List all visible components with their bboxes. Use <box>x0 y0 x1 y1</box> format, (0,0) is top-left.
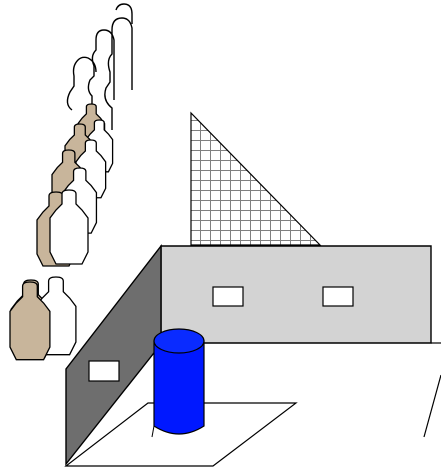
barrel-top <box>153 328 205 354</box>
outline-target-4 <box>115 3 133 24</box>
outline-targets <box>66 3 133 130</box>
white-target-4 <box>49 189 89 265</box>
barrel-shadow-line <box>151 425 155 438</box>
window-3 <box>88 360 120 382</box>
right-edge-line-2 <box>423 374 441 438</box>
blue-barrel <box>151 328 205 438</box>
silhouette-targets <box>9 103 114 361</box>
window-2 <box>322 286 354 307</box>
front-wall <box>160 245 432 344</box>
outline-target-2 <box>87 29 115 108</box>
barrel-body <box>153 340 205 435</box>
outline-target-1 <box>104 17 133 130</box>
hatched-berm <box>190 111 322 246</box>
tan-target-front <box>9 281 51 361</box>
outline-target-3 <box>66 56 97 111</box>
side-wall <box>65 243 162 467</box>
window-1 <box>212 286 244 307</box>
